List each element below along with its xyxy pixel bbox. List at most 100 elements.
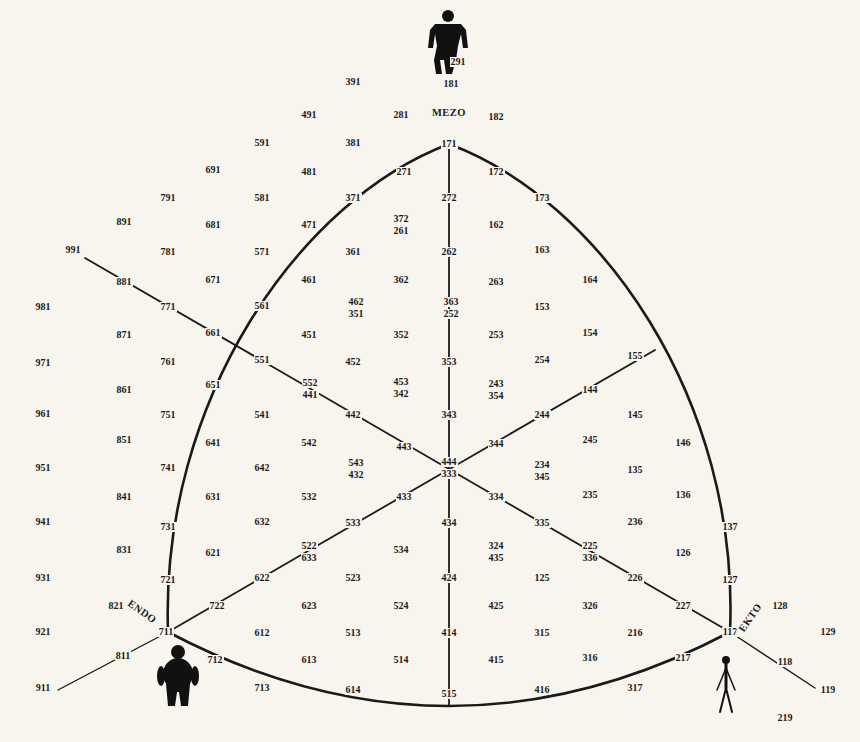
somatotype-code: 471 [301, 220, 318, 231]
somatotype-code: 622 [254, 573, 271, 584]
somatotype-code: 711 [158, 627, 174, 638]
somatotype-code: 921 [35, 627, 52, 638]
endomorph-figure [157, 645, 199, 706]
somatotype-code: 931 [35, 573, 52, 584]
somatotype-code: 181 [443, 79, 460, 90]
somatotype-code: 491 [301, 110, 318, 121]
somatotype-code: 162 [488, 220, 505, 231]
somatotype-code: 432 [348, 470, 365, 481]
somatotype-code: 541 [254, 410, 271, 421]
somatotype-code: 721 [160, 575, 177, 586]
somatotype-code: 271 [396, 167, 413, 178]
somatotype-code: 252 [443, 309, 460, 320]
somatotype-code: 771 [160, 302, 177, 313]
somatotype-code: 651 [205, 380, 222, 391]
somatotype-code: 354 [488, 391, 505, 402]
somatotype-code: 561 [254, 301, 271, 312]
somatotype-code: 462 [348, 297, 365, 308]
somatotype-code: 571 [254, 247, 271, 258]
somatotype-code: 343 [441, 410, 458, 421]
somatotype-code: 333 [441, 469, 458, 480]
somatotype-code: 136 [675, 490, 692, 501]
somatotype-code: 243 [488, 379, 505, 390]
ectomorph-figure [717, 656, 735, 712]
somatotype-code: 523 [345, 573, 362, 584]
somatotype-code: 352 [393, 330, 410, 341]
somatotype-code: 344 [488, 439, 505, 450]
somatotype-code: 671 [205, 275, 222, 286]
somatotype-code: 712 [207, 655, 224, 666]
somatotype-code: 414 [441, 628, 458, 639]
somatotype-code: 433 [396, 492, 413, 503]
somatotype-code: 533 [345, 518, 362, 529]
axis-line [85, 258, 730, 632]
somatotype-code: 961 [35, 409, 52, 420]
somatotype-code: 891 [116, 217, 133, 228]
somatotype-code: 155 [627, 351, 644, 362]
axis-line [168, 350, 655, 632]
somatotype-code: 226 [627, 573, 644, 584]
somatotype-code: 362 [393, 275, 410, 286]
somatotype-code: 118 [777, 657, 793, 668]
axis-line [448, 144, 450, 706]
somatotype-code: 581 [254, 193, 271, 204]
somatotype-code: 144 [582, 385, 599, 396]
somatotype-code: 125 [534, 573, 551, 584]
somatotype-code: 451 [301, 330, 318, 341]
somatotype-code: 171 [441, 139, 458, 150]
somatotype-code: 353 [441, 357, 458, 368]
somatotype-code: 225 [582, 541, 599, 552]
somatotype-code: 435 [488, 553, 505, 564]
somatotype-code: 127 [722, 575, 739, 586]
somatotype-code: 336 [582, 553, 599, 564]
somatotype-code: 434 [441, 518, 458, 529]
somatotype-code: 345 [534, 472, 551, 483]
somatotype-code: 372 [393, 214, 410, 225]
somatotype-code: 741 [160, 463, 177, 474]
somatotype-code: 552 [302, 378, 319, 389]
somatotype-code: 137 [722, 522, 739, 533]
somatotype-code: 351 [348, 309, 365, 320]
somatotype-code: 135 [627, 465, 644, 476]
somatotype-code: 216 [627, 628, 644, 639]
somatotype-code: 219 [777, 713, 794, 724]
somatotype-code: 713 [254, 683, 271, 694]
somatotype-code: 361 [345, 247, 362, 258]
somatotype-code: 425 [488, 601, 505, 612]
somatotype-code: 911 [35, 683, 51, 694]
somatotype-code: 681 [205, 220, 222, 231]
somatotype-code: 442 [345, 410, 362, 421]
somatotype-code: 623 [301, 601, 318, 612]
boundary-arc [168, 144, 449, 632]
somatotype-code: 236 [627, 517, 644, 528]
somatotype-code: 661 [205, 328, 222, 339]
somatotype-code: 443 [396, 442, 413, 453]
somatotype-code: 253 [488, 330, 505, 341]
somatotype-code: 941 [35, 517, 52, 528]
somatotype-code: 532 [301, 492, 318, 503]
somatotype-code: 272 [441, 193, 458, 204]
somatotype-code: 281 [393, 110, 410, 121]
extension-line [730, 632, 815, 688]
somatotype-code: 751 [160, 410, 177, 421]
somatotype-code: 217 [675, 653, 692, 664]
somatotype-code: 128 [772, 601, 789, 612]
somatotype-code: 453 [393, 377, 410, 388]
somatotype-code: 154 [582, 328, 599, 339]
somatotype-code: 182 [488, 112, 505, 123]
somatotype-code: 642 [254, 463, 271, 474]
somatotype-code: 424 [441, 573, 458, 584]
somatotype-code: 441 [302, 390, 319, 401]
somatotype-code: 731 [160, 522, 177, 533]
somatotype-code: 263 [488, 277, 505, 288]
somatotype-code: 781 [160, 247, 177, 258]
somatotype-code: 821 [108, 601, 125, 612]
somatotype-code: 227 [675, 601, 692, 612]
somatotype-code: 861 [116, 385, 133, 396]
somatotype-code: 291 [450, 57, 467, 68]
somatotype-code: 722 [209, 601, 226, 612]
somatotype-code: 145 [627, 410, 644, 421]
somatotype-code: 522 [301, 541, 318, 552]
somatotype-code: 316 [582, 653, 599, 664]
